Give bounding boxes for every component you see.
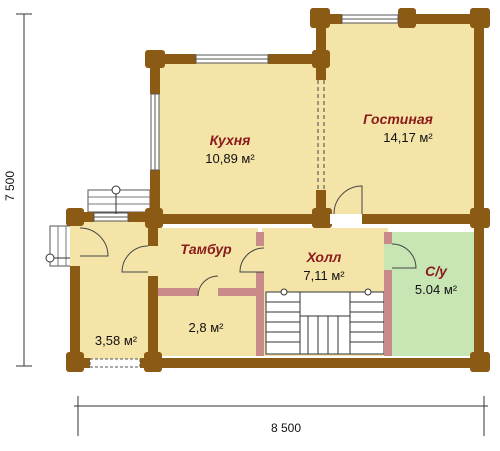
kitchen-floor bbox=[158, 62, 318, 216]
bathroom-floor bbox=[392, 232, 476, 356]
log-walls bbox=[66, 8, 490, 372]
hall-area: 7,11 м² bbox=[303, 268, 345, 283]
entry-markers bbox=[45, 185, 121, 263]
living-name: Гостиная bbox=[363, 111, 433, 127]
doors bbox=[70, 80, 417, 297]
storage-floor bbox=[158, 296, 258, 356]
dimension-labels: 8 500 7 500 bbox=[3, 171, 301, 435]
room-labels: Кухня 10,89 м² Гостиная 14,17 м² Тамбур … bbox=[95, 111, 458, 348]
bathroom-area: 5.04 м² bbox=[415, 282, 458, 297]
porch-area: 3,58 м² bbox=[95, 333, 138, 348]
living-floor bbox=[318, 22, 478, 216]
porch-floor bbox=[78, 220, 150, 360]
living-area: 14,17 м² bbox=[383, 130, 433, 145]
bathroom-name: С/у bbox=[425, 263, 448, 279]
kitchen-area: 10,89 м² bbox=[205, 151, 255, 166]
kitchen-name: Кухня bbox=[210, 132, 251, 148]
hall-name: Холл bbox=[306, 249, 342, 265]
entry-marker-left bbox=[45, 253, 55, 263]
height-dimension-label: 7 500 bbox=[3, 171, 17, 201]
entry-marker-top bbox=[111, 185, 121, 195]
brick-partitions bbox=[158, 232, 392, 356]
vestibule-name: Тамбур bbox=[180, 241, 232, 257]
dimension-lines bbox=[16, 13, 488, 436]
width-dimension-label: 8 500 bbox=[271, 421, 301, 435]
vestibule-floor bbox=[158, 228, 258, 288]
storage-area: 2,8 м² bbox=[189, 320, 225, 335]
windows bbox=[89, 14, 399, 368]
staircase bbox=[265, 288, 385, 355]
